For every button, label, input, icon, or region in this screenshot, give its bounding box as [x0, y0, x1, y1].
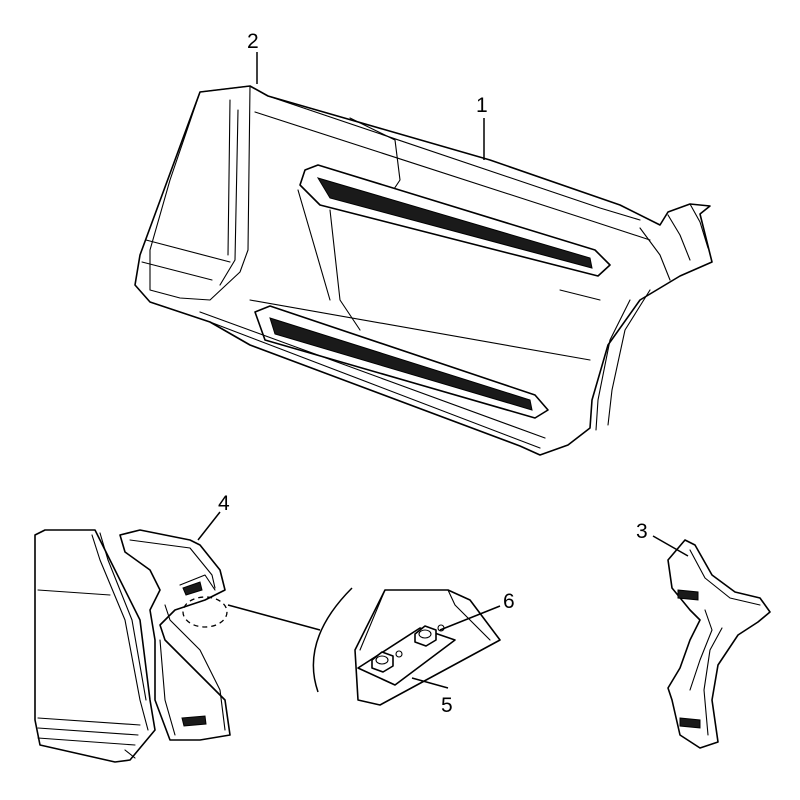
callout-1: 1 [476, 94, 488, 117]
housing-box [34, 529, 156, 763]
leader-lines [197, 52, 689, 689]
upper-groove [316, 177, 593, 269]
leader-4 [197, 511, 221, 541]
leader-3 [652, 535, 689, 557]
callout-4: 4 [218, 492, 230, 515]
callout-3: 3 [636, 520, 648, 543]
lower-groove [269, 317, 533, 411]
callout-6: 6 [503, 590, 515, 613]
callout-5: 5 [441, 694, 453, 717]
callout-2: 2 [247, 30, 259, 53]
lower-left-assembly [34, 529, 353, 763]
nut-left [371, 650, 403, 673]
bracket-part-3 [667, 539, 771, 749]
zoom-arc [312, 587, 353, 693]
leader-6 [439, 605, 501, 631]
bracket-slot-lower [181, 715, 207, 727]
bracket-slot-upper [182, 581, 203, 596]
detail-circle [182, 596, 228, 628]
end-cap-part-2 [149, 85, 251, 301]
zoom-detail [354, 589, 501, 706]
leader-5 [411, 677, 449, 689]
main-fairing-panel [134, 85, 713, 456]
callout-labels: 1 2 3 4 5 6 [218, 30, 648, 717]
bracket-part-4 [119, 529, 231, 741]
